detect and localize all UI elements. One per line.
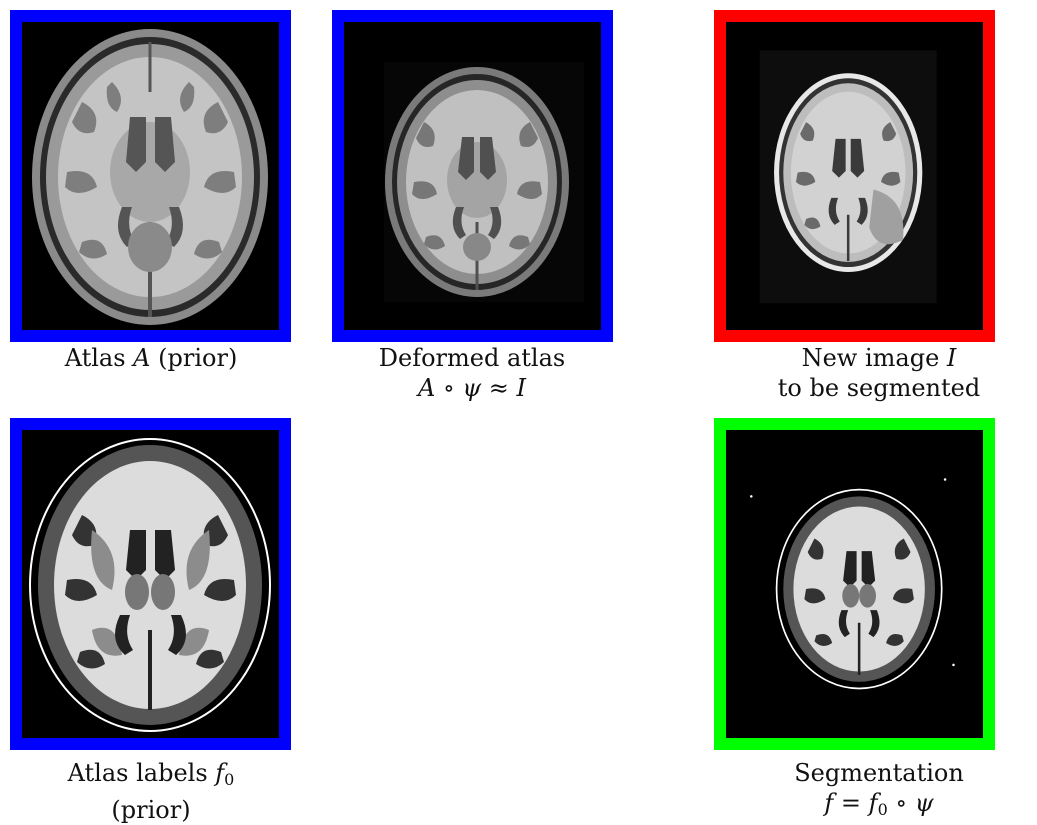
atlas-caption-symbol: A xyxy=(133,344,150,372)
new-image-caption-line2: to be segmented xyxy=(719,373,1037,403)
atlas-image-panel xyxy=(10,10,291,342)
new-image-caption: New image I to be segmented xyxy=(719,343,1037,403)
deformed-caption-formula: A ∘ ψ ≈ I xyxy=(312,373,632,403)
segmentation-caption-compose: ∘ ψ xyxy=(888,789,934,817)
new-image-panel xyxy=(714,10,995,342)
segmentation-caption: Segmentation f = f0 ∘ ψ xyxy=(719,758,1037,825)
atlas-labels-caption-subscript: 0 xyxy=(224,770,234,789)
segmentation-panel xyxy=(714,418,995,750)
segmentation-caption-subscript: 0 xyxy=(878,800,888,819)
atlas-brain-mri xyxy=(22,22,279,330)
deformed-caption-line1: Deformed atlas xyxy=(312,343,632,373)
atlas-labels-caption: Atlas labels f0 (prior) xyxy=(0,758,311,825)
atlas-caption-suffix: (prior) xyxy=(151,344,238,372)
deformed-atlas-brain-mri xyxy=(344,22,601,330)
deformed-atlas-caption: Deformed atlas A ∘ ψ ≈ I xyxy=(312,343,632,403)
segmentation-caption-f: f xyxy=(824,789,833,817)
atlas-labels-panel xyxy=(10,418,291,750)
atlas-labels-segmentation xyxy=(22,430,279,738)
segmentation-caption-equals: = xyxy=(833,789,868,817)
segmentation-caption-line1: Segmentation xyxy=(719,758,1037,788)
atlas-labels-caption-symbol: f xyxy=(215,759,224,787)
atlas-caption: Atlas A (prior) xyxy=(0,343,311,373)
deformed-atlas-panel xyxy=(332,10,613,342)
atlas-labels-caption-text: Atlas labels xyxy=(68,759,216,787)
segmentation-result xyxy=(726,430,983,738)
new-image-brain-mri xyxy=(726,22,983,330)
new-image-caption-text: New image xyxy=(802,344,947,372)
new-image-caption-symbol: I xyxy=(947,344,956,372)
segmentation-caption-f0: f xyxy=(869,789,878,817)
atlas-caption-text: Atlas xyxy=(65,344,133,372)
